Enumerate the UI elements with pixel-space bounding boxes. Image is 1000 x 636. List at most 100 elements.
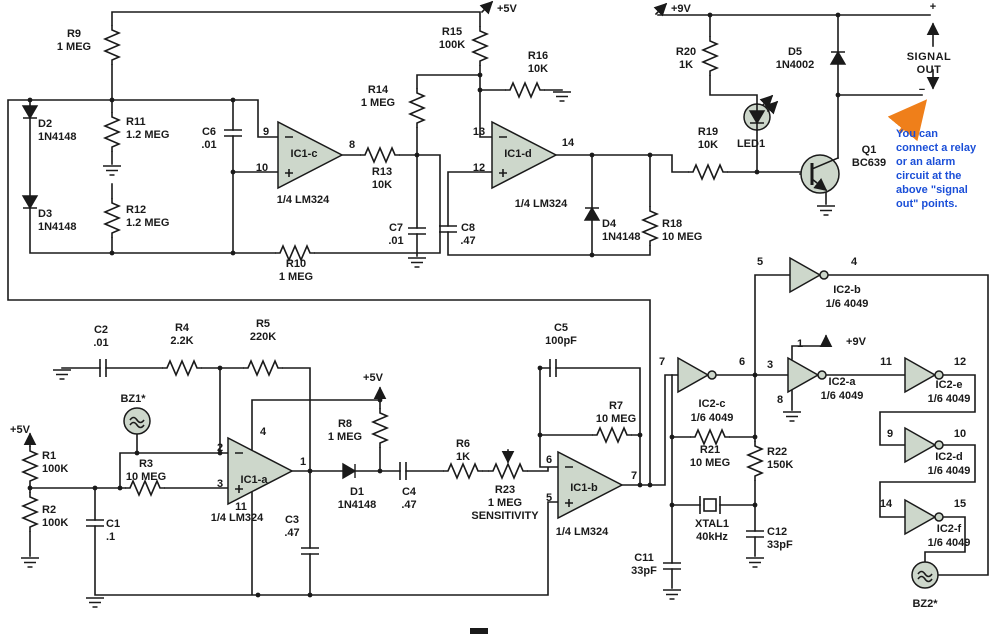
ic1a-pin2: 2 [216, 442, 224, 454]
r1-symbol [22, 445, 38, 487]
ic2b-out: 4 [850, 256, 858, 268]
ic2f-name: IC2-f [936, 523, 962, 535]
r2-symbol [22, 491, 38, 533]
r1-label: R1 100K [42, 450, 69, 475]
ic2a-in: 3 [766, 359, 774, 371]
r21-symbol [689, 429, 731, 445]
ic1d-name: IC1-d [504, 148, 532, 160]
r11-symbol [104, 111, 120, 153]
r20-label: R20 1K [675, 46, 697, 71]
signal-out-plus: + [929, 1, 937, 13]
r19-symbol [687, 164, 729, 180]
ic2e-name: IC2-e [935, 379, 963, 391]
plus9v-ic2a-label: +9V [846, 336, 866, 348]
bz2-symbol [911, 561, 939, 589]
bz1-symbol [123, 407, 151, 435]
c11-label: C11 33pF [631, 552, 657, 577]
d2-symbol [22, 105, 38, 119]
ic2f-in: 14 [879, 498, 893, 510]
ic1c-sub: 1/4 LM324 [276, 194, 330, 206]
ic2c-out: 6 [738, 356, 746, 368]
ic2e-out: 12 [953, 356, 967, 368]
r5-label: R5 220K [249, 318, 277, 343]
r18-label: R18 10 MEG [662, 218, 703, 243]
ic1c-pin9: 9 [262, 126, 270, 138]
r22-label: R22 150K [767, 446, 794, 471]
wires [7, 11, 989, 596]
c2-symbol [99, 358, 107, 378]
ic2b-name: IC2-b [833, 284, 861, 296]
c12-label: C12 33pF [767, 526, 793, 551]
r4-label: R4 2.2K [170, 322, 194, 347]
r12-symbol [104, 197, 120, 239]
ic2c-in: 7 [658, 356, 666, 368]
c7-symbol [407, 227, 427, 235]
r15-symbol [472, 25, 488, 67]
r23-label: R23 1 MEG SENSITIVITY [471, 484, 539, 522]
opamp-ic1a [227, 437, 293, 505]
ic1c-pin8: 8 [348, 139, 356, 151]
c6-label: C6 .01 [201, 126, 217, 151]
xtal1-symbol [699, 496, 721, 514]
note: You can connect a relay or an alarm circ… [896, 128, 977, 210]
plus5v-top-label: +5V [497, 3, 517, 15]
ic2e-sub: 1/6 4049 [927, 393, 971, 405]
r7-symbol [591, 427, 633, 443]
bz1-label: BZ1* [120, 393, 146, 405]
ic2a-pin8: 8 [776, 394, 784, 406]
power-arrows [23, 0, 833, 446]
c5-label: C5 100pF [545, 322, 577, 347]
ic1b-name: IC1-b [570, 482, 598, 494]
ic2d-in: 9 [886, 428, 894, 440]
ic2a-name: IC2-a [828, 376, 856, 388]
ic1a-pin4: 4 [259, 426, 267, 438]
d1-symbol [342, 463, 356, 479]
ic1d-pin14: 14 [561, 137, 575, 149]
ic1a-pin11: 11 [235, 501, 247, 513]
r8-label: R8 1 MEG [327, 418, 363, 443]
bottom-artifact [470, 628, 488, 634]
c1-label: C1 .1 [106, 518, 121, 543]
led1-symbol [743, 94, 779, 131]
plus9v-top-label: +9V [671, 3, 691, 15]
c4-symbol [399, 461, 407, 481]
r18-symbol [642, 205, 658, 247]
ic1c-pin10: 10 [255, 162, 269, 174]
r22-symbol [747, 440, 763, 482]
c5-symbol [549, 358, 557, 378]
ic2b-sub: 1/6 4049 [825, 298, 869, 310]
ic2f-out: 15 [953, 498, 967, 510]
r11-label: R11 1.2 MEG [126, 116, 170, 141]
d5-symbol [830, 51, 846, 65]
r16-label: R16 10K [527, 50, 549, 75]
c12-symbol [745, 530, 765, 538]
d3-label: D3 1N4148 [38, 208, 77, 233]
d1-label: D1 1N4148 [337, 486, 377, 511]
r3-label: R3 10 MEG [125, 458, 167, 483]
ic1d-sub: 1/4 LM324 [514, 198, 568, 210]
r5-symbol [242, 360, 284, 376]
r4-symbol [161, 360, 203, 376]
inverter-ic2a [787, 357, 827, 393]
d3-symbol [22, 195, 38, 209]
ic1d-pin12: 12 [472, 162, 486, 174]
inverter-ic2c [677, 357, 717, 393]
r13-symbol [359, 147, 401, 163]
c8-label: C8 .47 [460, 222, 476, 247]
ic2a-pin1: 1 [796, 338, 804, 350]
r21-label: R21 10 MEG [689, 444, 731, 469]
ic2e-in: 11 [880, 356, 892, 368]
ic1c-name: IC1-c [290, 148, 318, 160]
signal-out-label: SIGNAL OUT [906, 51, 952, 76]
r14-symbol [409, 87, 425, 129]
ic2a-sub: 1/6 4049 [820, 390, 864, 402]
ic2c-sub: 1/6 4049 [690, 412, 734, 424]
c4-label: C4 .47 [401, 486, 417, 511]
led1-label: LED1 [736, 138, 766, 150]
ic2d-name: IC2-d [935, 451, 963, 463]
junction-dots [27, 12, 841, 598]
r6-label: R6 1K [455, 438, 471, 463]
ic1a-name: IC1-a [240, 474, 268, 486]
r14-label: R14 1 MEG [360, 84, 396, 109]
